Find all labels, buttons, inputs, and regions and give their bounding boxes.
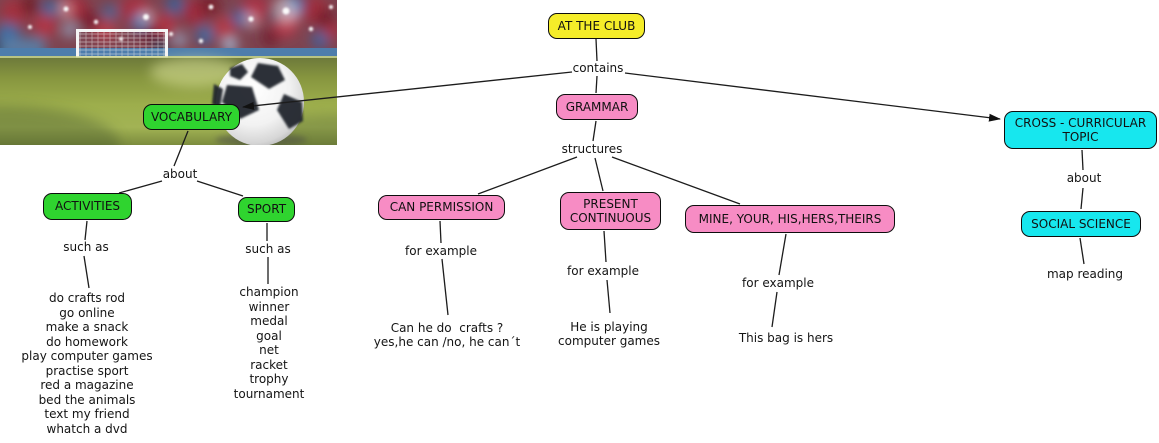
node-at-the-club[interactable]: AT THE CLUB — [548, 13, 645, 39]
node-possessives[interactable]: MINE, YOUR, HIS,HERS,THEIRS — [685, 205, 895, 233]
can-example-text: Can he do crafts ? yes,he can /no, he ca… — [373, 321, 521, 349]
possessive-example-text: This bag is hers — [738, 331, 834, 345]
link-label-structures: structures — [561, 142, 623, 156]
node-grammar[interactable]: GRAMMAR — [556, 94, 638, 120]
link-label-about-left: about — [162, 167, 198, 181]
map-reading-text: map reading — [1046, 267, 1124, 281]
node-social-science[interactable]: SOCIAL SCIENCE — [1021, 211, 1141, 237]
link-label-such-as-right: such as — [245, 242, 291, 256]
node-vocabulary[interactable]: VOCABULARY — [143, 104, 240, 130]
link-label-for-example-right: for example — [742, 276, 814, 290]
node-cross-curricular-topic[interactable]: CROSS - CURRICULAR TOPIC — [1004, 111, 1157, 149]
link-label-for-example-mid: for example — [567, 264, 639, 278]
link-label-for-example-left: for example — [405, 244, 477, 258]
node-sport[interactable]: SPORT — [238, 197, 295, 222]
node-present-continuous[interactable]: PRESENT CONTINUOUS — [560, 192, 661, 230]
node-activities[interactable]: ACTIVITIES — [43, 193, 132, 220]
present-continuous-example-text: He is playing computer games — [558, 320, 660, 348]
link-label-contains: contains — [572, 61, 624, 75]
node-can-permission[interactable]: CAN PERMISSION — [378, 195, 505, 220]
link-label-about-right: about — [1066, 171, 1102, 185]
goal-art — [76, 29, 168, 58]
link-label-such-as-left: such as — [63, 240, 109, 254]
